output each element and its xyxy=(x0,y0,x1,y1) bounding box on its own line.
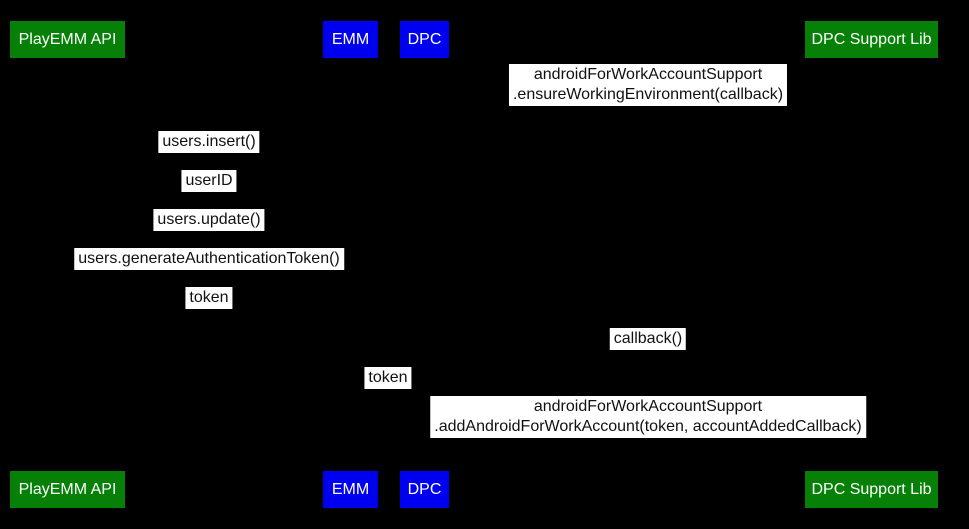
message-users-generate-authentication-token: users.generateAuthenticationToken() xyxy=(74,248,344,270)
message-users-update: users.update() xyxy=(153,209,265,231)
actor-dpc-support-lib-top: DPC Support Lib xyxy=(805,21,938,58)
message-ensure-working-environment-line-1: androidForWorkAccountSupport xyxy=(533,66,763,83)
message-ensure-working-environment: androidForWorkAccountSupport .ensureWork… xyxy=(508,64,788,106)
message-add-android-for-work-account: androidForWorkAccountSupport .addAndroid… xyxy=(430,396,866,438)
actor-playemm-api-top: PlayEMM API xyxy=(10,21,125,58)
actor-emm-top: EMM xyxy=(323,21,378,58)
message-token-response: token xyxy=(185,287,233,309)
message-token-forward: token xyxy=(364,367,412,389)
message-add-android-for-work-account-line-2: .addAndroidForWorkAccount(token, account… xyxy=(434,418,862,435)
actor-emm-bottom: EMM xyxy=(323,471,378,508)
actor-dpc-bottom: DPC xyxy=(400,471,449,508)
message-users-insert: users.insert() xyxy=(158,131,260,153)
actor-dpc-top: DPC xyxy=(400,21,449,58)
message-callback: callback() xyxy=(609,328,687,350)
message-ensure-working-environment-line-2: .ensureWorkingEnvironment(callback) xyxy=(512,86,784,103)
actor-playemm-api-bottom: PlayEMM API xyxy=(10,471,125,508)
message-user-id: userID xyxy=(181,170,237,192)
message-add-android-for-work-account-line-1: androidForWorkAccountSupport xyxy=(533,398,763,415)
actor-dpc-support-lib-bottom: DPC Support Lib xyxy=(805,471,938,508)
